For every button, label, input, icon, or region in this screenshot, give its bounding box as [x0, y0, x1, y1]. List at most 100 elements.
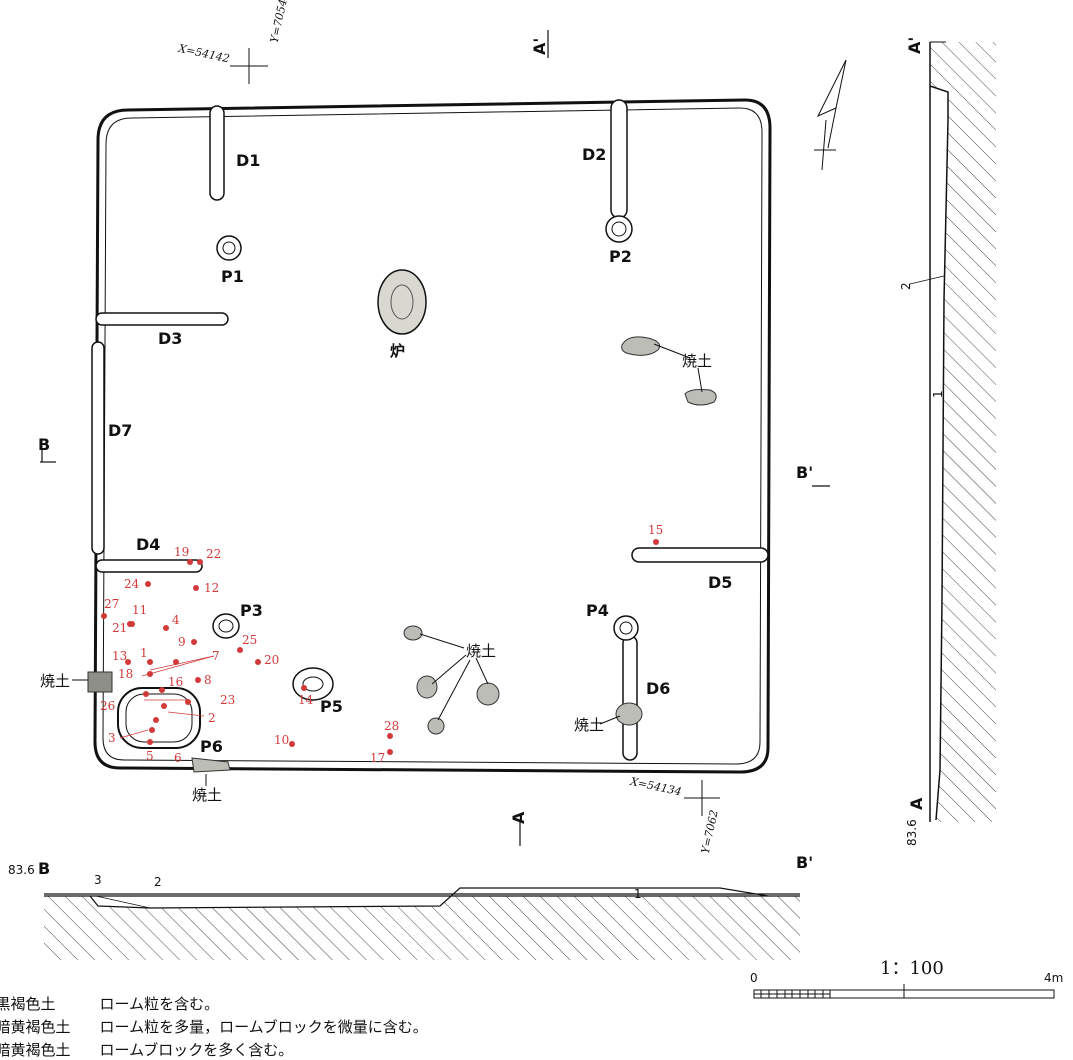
label-p1: P1 [221, 267, 244, 286]
pit-p3 [212, 613, 240, 639]
legend-2-desc: ローム粒を多量，ロームブロックを微量に含む。 [99, 1018, 428, 1036]
north-arrow [814, 59, 847, 171]
burnt-soil-patches [87, 336, 717, 773]
label-p5: P5 [320, 697, 343, 716]
ditch-d6 [622, 635, 638, 761]
artifact-label-16: 16 [168, 675, 183, 689]
section-a-elevation: 83.6 [905, 819, 919, 846]
artifact-label-12: 12 [204, 581, 219, 595]
coordinate-nw-y: Y=7054 [268, 0, 290, 44]
artifact-label-9: 9 [178, 635, 186, 649]
legend-3-desc: ロームブロックを多く含む。 [99, 1041, 294, 1059]
label-d5: D5 [708, 573, 732, 592]
section-b-mark-left: B [38, 859, 50, 878]
pit-p4 [613, 615, 639, 641]
coordinate-cross-se [684, 780, 720, 816]
scale-end: 4m [1044, 971, 1063, 985]
hearth [377, 269, 427, 335]
legend-row-3: 暗黄褐色土 ロームブロックを多く含む。 [0, 1021, 293, 1060]
artifact-label-8: 8 [204, 673, 212, 687]
label-burnt-soil-1: 焼土 [682, 352, 712, 370]
artifact-leaders [119, 655, 215, 739]
section-a-layer-2: 2 [899, 282, 913, 290]
artifact-label-7: 7 [212, 649, 220, 663]
artifact-label-15: 15 [648, 523, 663, 537]
artifact-label-28: 28 [384, 719, 399, 733]
artifact-label-22: 22 [206, 547, 221, 561]
artifact-label-5: 5 [146, 749, 154, 763]
scale-ratio: 1：100 [880, 958, 944, 979]
ditch-d2 [610, 99, 628, 219]
legend-1-desc: ローム粒を含む。 [99, 995, 220, 1013]
legend-3-name: 暗黄褐色土 [0, 1041, 71, 1059]
legend-1-name: 黒褐色土 [0, 995, 56, 1013]
label-p3: P3 [240, 601, 263, 620]
section-a-mark-bottom: A [907, 797, 926, 810]
legend-row-1: 黒褐色土 ローム粒を含む。 [0, 975, 219, 1014]
label-burnt-soil-2: 焼土 [466, 642, 496, 660]
coordinate-se-x: X=54134 [628, 775, 683, 799]
label-burnt-soil-5: 焼土 [192, 786, 222, 804]
dwelling-outline-inner [102, 107, 763, 765]
artifact-label-26: 26 [100, 699, 115, 713]
section-mark-a-bottom: A [509, 811, 528, 824]
artifact-label-11: 11 [132, 603, 147, 617]
artifact-label-23: 23 [220, 693, 235, 707]
artifact-label-27: 27 [104, 597, 119, 611]
dwelling-outline [93, 98, 772, 774]
pit-p6 [117, 687, 201, 749]
label-d3: D3 [158, 329, 182, 348]
section-b-elevation: 83.6 [8, 863, 35, 877]
section-b-layer-2: 2 [154, 875, 162, 889]
scale-bar [753, 984, 1055, 999]
coordinate-cross-nw [230, 48, 268, 84]
artifact-label-19: 19 [174, 545, 189, 559]
burnt-soil-leaders [72, 343, 703, 786]
artifact-label-4: 4 [172, 613, 180, 627]
label-burnt-soil-3: 焼土 [40, 672, 70, 690]
artifact-label-2: 2 [208, 711, 216, 725]
pit-p1 [216, 235, 242, 261]
ditch-d4 [95, 559, 203, 573]
artifact-label-14: 14 [298, 693, 314, 707]
section-mark-b-left: B [38, 435, 50, 454]
section-b-layer-3: 3 [94, 873, 102, 887]
ditch-d7 [91, 341, 105, 555]
label-p4: P4 [586, 601, 609, 620]
artifact-label-21: 21 [112, 621, 127, 635]
label-d7: D7 [108, 421, 132, 440]
section-line-a [40, 30, 830, 846]
label-p6: P6 [200, 737, 223, 756]
section-mark-b-prime-right: B' [796, 463, 813, 482]
scale-start: 0 [750, 971, 758, 985]
label-d4: D4 [136, 535, 160, 554]
section-b-mark-right: B' [796, 853, 813, 872]
artifact-label-13: 13 [112, 649, 127, 663]
artifact-labels: 1 2 3 4 5 6 7 8 9 10 11 12 13 14 15 16 1… [100, 523, 663, 765]
artifact-label-1: 1 [140, 646, 148, 660]
section-a-profile [909, 41, 996, 822]
section-a-mark-top: A' [905, 37, 924, 54]
label-d1: D1 [236, 151, 260, 170]
section-b-profile [44, 887, 800, 960]
section-b-layer-1: 1 [634, 887, 642, 901]
label-hearth: 炉 [390, 342, 405, 360]
artifact-label-24: 24 [124, 577, 140, 591]
label-d2: D2 [582, 145, 606, 164]
artifact-points [101, 539, 659, 755]
pit-p2 [605, 215, 633, 243]
ditch-d1 [209, 105, 225, 201]
legend-row-2: 暗黄褐色土ローム粒を多量，ロームブロックを微量に含む。 [0, 998, 428, 1037]
artifact-label-25: 25 [242, 633, 257, 647]
artifact-label-6: 6 [174, 751, 182, 765]
ditch-d3 [95, 312, 229, 326]
label-d6: D6 [646, 679, 670, 698]
artifact-label-20: 20 [264, 653, 279, 667]
pit-p5 [292, 667, 334, 701]
label-p2: P2 [609, 247, 632, 266]
label-burnt-soil-4: 焼土 [574, 716, 604, 734]
artifact-label-17: 17 [370, 751, 385, 765]
artifact-label-10: 10 [274, 733, 289, 747]
ditch-d5 [631, 547, 769, 563]
